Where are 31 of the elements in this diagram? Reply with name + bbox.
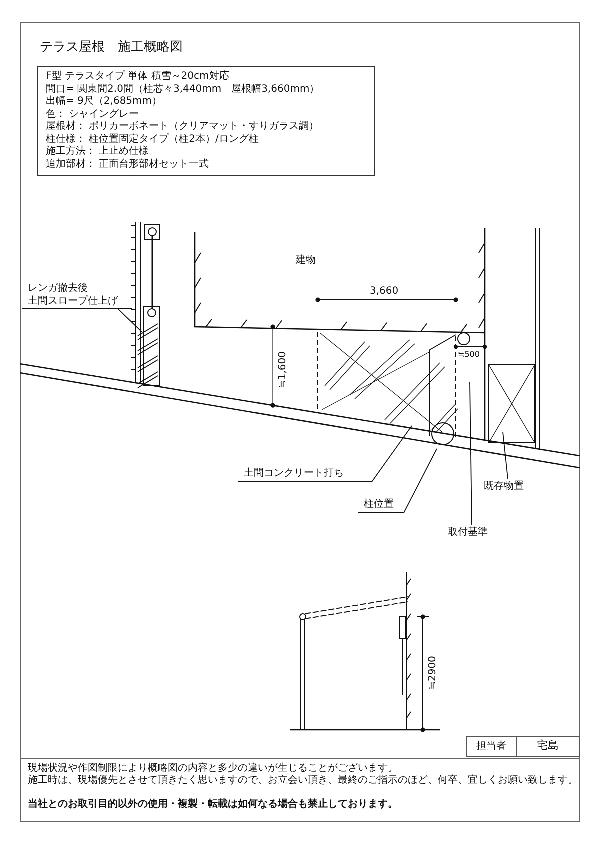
drawing-title: テラス屋根 施工概略図 — [40, 39, 183, 57]
leader-line — [238, 426, 412, 482]
footer-note: 現場状況や作図制限により概略図の内容と多少の違いが生じることがございます。 — [28, 763, 399, 774]
leader-line — [358, 448, 438, 514]
dimension-text: ≒2900 — [426, 656, 440, 690]
leader-line — [470, 382, 472, 526]
table-header-cell: 担当者 — [466, 736, 517, 757]
text-line: 柱仕様： 柱位置固定タイプ（柱2本）/ロング柱 — [46, 134, 260, 146]
leader-label: 柱位置 — [364, 498, 398, 512]
text-line: F型 テラスタイプ 単体 積雪～20cm対応 — [46, 71, 230, 84]
text-line: 出幅= 9尺（2,685mm） — [46, 96, 164, 108]
leader-label: 取付基準 — [448, 526, 496, 540]
leader-label: 既存物置 — [484, 480, 532, 494]
dimension-text: ≒500 — [458, 349, 480, 361]
text-line: レンガ撤去後 — [28, 282, 89, 295]
leader-line — [502, 432, 508, 480]
footer-note: 当社とのお取引目的以外の使用・複製・転載は如何なる場合も禁止しております。 — [28, 799, 399, 811]
leader-line — [22, 308, 142, 332]
footer-note: 施工時は、現場優先とさせて頂きたく思いますので、お立会い頂き、最終のご指示のほど、何卒、宜しくお願い致します。 — [28, 775, 576, 787]
dimension-text: 3,660 — [370, 285, 399, 299]
text-line: 土間スロープ仕上げ — [28, 295, 119, 308]
text-line: 追加部材： 正面台形部材セット一式 — [46, 158, 210, 171]
building-label: 建物 — [296, 254, 316, 268]
text-line: 屋根材： ポリカーボネート（クリアマット・すりガラス調） — [46, 121, 320, 134]
text-line: 色： シャイングレー — [46, 108, 140, 120]
text-line: 施工方法： 上止め仕様 — [46, 146, 150, 158]
leader-label: 土間コンクリート打ち — [244, 467, 354, 481]
text-line: 間口= 関東間2.0間（柱芯々3,440mm 屋根幅3,660mm） — [46, 84, 321, 96]
spec-box — [37, 66, 375, 176]
table-cell: 宅島 — [517, 736, 580, 757]
dimension-text: ≒1,600 — [276, 351, 290, 389]
